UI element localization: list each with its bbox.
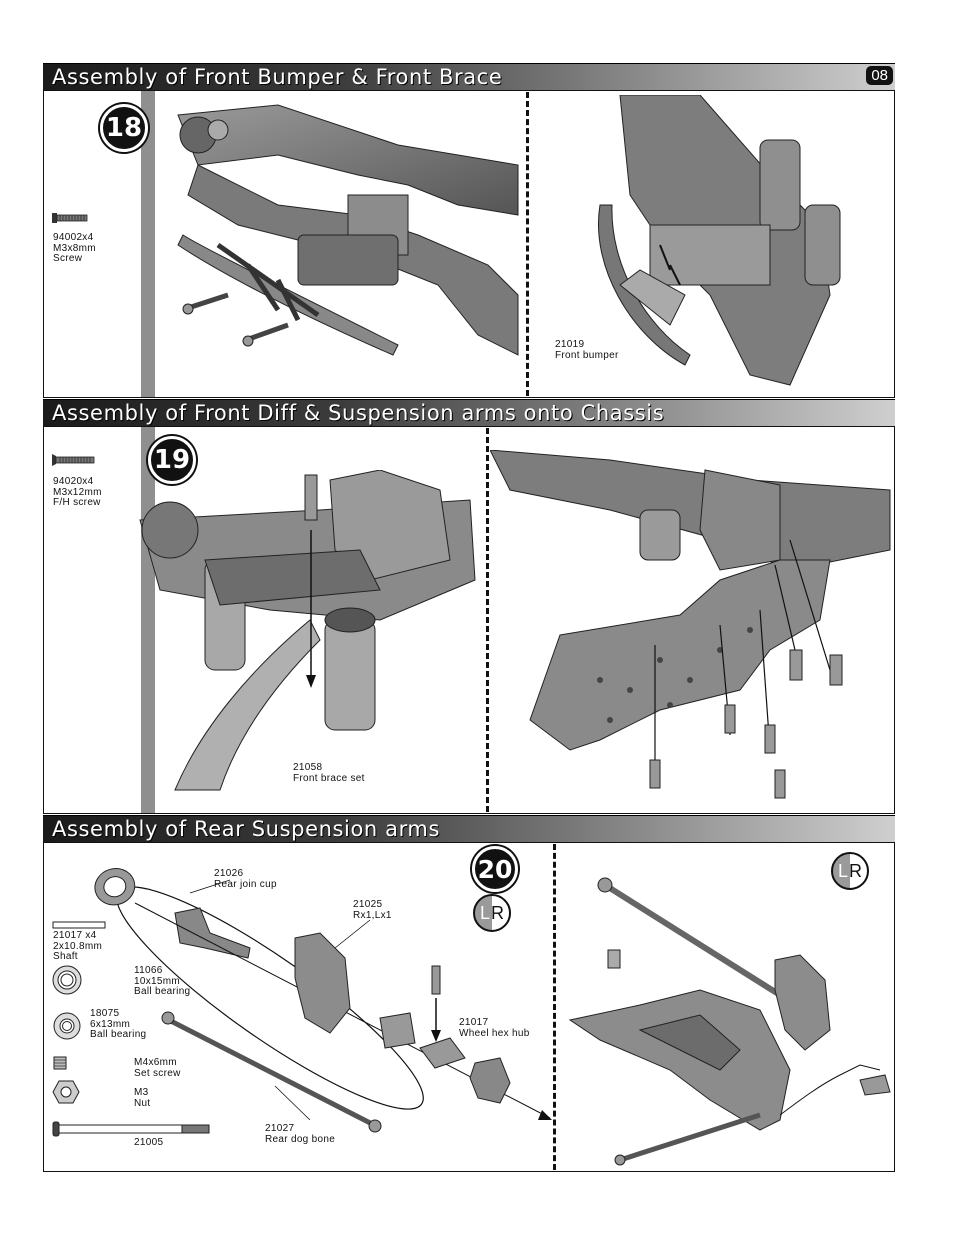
step-badge-18: 18 [100, 104, 148, 152]
pin-icon [52, 1121, 210, 1137]
label-bearing-10x15: 11066 10x15mm Ball bearing [134, 965, 191, 997]
section-header-front-bumper: Assembly of Front Bumper & Front Brace 0… [43, 63, 895, 91]
label-pin-21005: 21005 [134, 1137, 164, 1148]
section-title: Assembly of Front Diff & Suspension arms… [52, 401, 665, 425]
screw-icon [52, 213, 88, 223]
panel-divider [526, 92, 529, 396]
section-header-rear-suspension: Assembly of Rear Suspension arms [43, 815, 895, 843]
label-rear-dog-bone: 21027 Rear dog bone [265, 1123, 336, 1145]
rear-hub-exploded-illustration [94, 868, 552, 1133]
label-front-brace: 21058 Front brace set [293, 762, 365, 784]
label-shaft: 21017 x4 2x10.8mm Shaft [53, 930, 103, 962]
section-title: Assembly of Rear Suspension arms [52, 817, 441, 841]
label-rear-join-cup: 21026 Rear join cup [214, 868, 277, 890]
left-letter: L [837, 860, 848, 881]
section-title: Assembly of Front Bumper & Front Brace [52, 65, 503, 89]
panel-divider [486, 428, 489, 812]
shaft-icon [52, 921, 106, 929]
rear-suspension-arm-illustration [568, 877, 891, 1166]
set-screw-icon [53, 1056, 67, 1070]
chassis-skid-plate-illustration [490, 450, 891, 799]
flat-head-screw-icon [52, 454, 95, 466]
label-bearing-6x13: 18075 6x13mm Ball bearing [90, 1008, 147, 1040]
label-screw-19: 94020x4 M3x12mm F/H screw [53, 476, 102, 508]
ball-bearing-icon [53, 1012, 81, 1040]
right-letter: R [849, 860, 862, 881]
label-nut: M3 Nut [134, 1087, 151, 1109]
front-bumper-assembly-illustration [177, 104, 519, 356]
page-number: 08 [866, 66, 893, 85]
front-bumper-installed-illustration [598, 95, 841, 386]
ball-bearing-icon [52, 965, 82, 995]
label-wheel-hex-hub: 21017 Wheel hex hub [459, 1017, 530, 1039]
label-screw-18: 94002x4 M3x8mm Screw [53, 232, 96, 264]
step-bar [141, 91, 155, 397]
label-front-bumper: 21019 Front bumper [555, 339, 619, 361]
left-letter: L [479, 902, 490, 923]
label-rx-lx: 21025 Rx1,Lx1 [353, 899, 392, 921]
section-header-front-diff: Assembly of Front Diff & Suspension arms… [43, 399, 895, 427]
step-badge-20: 20 [472, 846, 518, 892]
nut-icon [52, 1080, 80, 1104]
step-badge-19: 19 [148, 436, 196, 484]
right-letter: R [491, 902, 504, 923]
front-diff-assembly-illustration [139, 470, 476, 791]
label-set-screw: M4x6mm Set screw [134, 1057, 181, 1079]
panel-divider [553, 844, 556, 1170]
